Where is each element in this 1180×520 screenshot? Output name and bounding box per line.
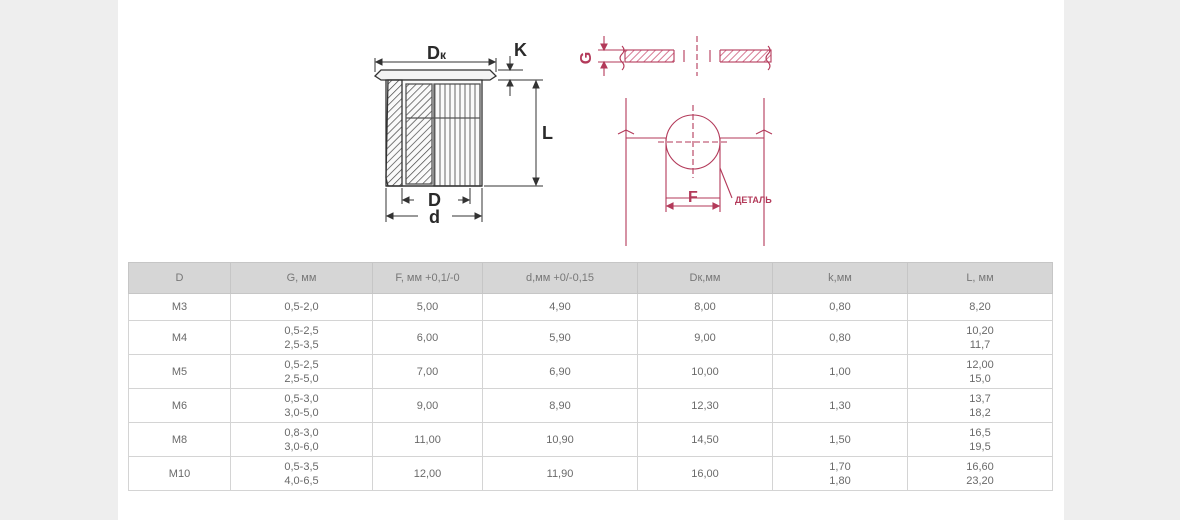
cell-l: 8,20 (907, 293, 1053, 321)
cell-d: M5 (128, 354, 231, 389)
cell-dd: 6,90 (482, 354, 638, 389)
cell-dd: 11,90 (482, 456, 638, 491)
cell-k: 1,30 (772, 388, 908, 423)
document-sheet: Dк K L D d G F ДЕТАЛЬ D G, мм F, мм +0,1… (118, 0, 1064, 520)
cell-f: 9,00 (372, 388, 483, 423)
k-dimension-label: K (514, 40, 527, 60)
cell-dd: 5,90 (482, 320, 638, 355)
cell-k: 0,80 (772, 293, 908, 321)
column-header-dd: d,мм +0/-0,15 (482, 262, 638, 294)
cell-dk: 10,00 (637, 354, 773, 389)
cell-f: 5,00 (372, 293, 483, 321)
cell-d: M10 (128, 456, 231, 491)
specification-table: D G, мм F, мм +0,1/-0 d,мм +0/-0,15 Dк,м… (128, 262, 1053, 491)
d-inner-dimension-label: D (428, 190, 441, 210)
cell-f: 12,00 (372, 456, 483, 491)
cell-f: 6,00 (372, 320, 483, 355)
d-outer-dimension-label: d (429, 207, 440, 227)
dimension-lines (374, 56, 543, 222)
table-header-row: D G, мм F, мм +0,1/-0 d,мм +0/-0,15 Dк,м… (128, 262, 1053, 294)
table-row: M3 0,5-2,0 5,00 4,90 8,00 0,80 8,20 (128, 293, 1053, 321)
column-header-d: D (128, 262, 231, 294)
column-header-f: F, мм +0,1/-0 (372, 262, 483, 294)
cell-dk: 8,00 (637, 293, 773, 321)
cell-d: M3 (128, 293, 231, 321)
dk-dimension-label: Dк (427, 43, 447, 63)
cell-dd: 4,90 (482, 293, 638, 321)
cell-f: 11,00 (372, 422, 483, 457)
sheet-detail-figure (598, 36, 773, 246)
column-header-dk: Dк,мм (637, 262, 773, 294)
cell-dk: 16,00 (637, 456, 773, 491)
rivet-nut-figure (373, 69, 498, 187)
g-dimension-label: G (578, 51, 596, 65)
cell-f: 7,00 (372, 354, 483, 389)
cell-g: 0,5-2,0 (230, 293, 373, 321)
cell-dk: 14,50 (637, 422, 773, 457)
cell-d: M6 (128, 388, 231, 423)
cell-k: 0,80 (772, 320, 908, 355)
column-header-l: L, мм (907, 262, 1053, 294)
cell-dd: 8,90 (482, 388, 638, 423)
technical-drawing: Dк K L D d G F ДЕТАЛЬ (118, 0, 1064, 255)
l-dimension-label: L (542, 123, 553, 143)
cell-dk: 12,30 (637, 388, 773, 423)
detail-note-label: ДЕТАЛЬ (735, 195, 772, 205)
cell-k: 1,00 (772, 354, 908, 389)
f-dimension-label: F (688, 189, 698, 206)
cell-dd: 10,90 (482, 422, 638, 457)
column-header-k: k,мм (772, 262, 908, 294)
cell-d: M8 (128, 422, 231, 457)
rivet-nut-diagram (373, 36, 773, 246)
cell-d: M4 (128, 320, 231, 355)
column-header-g: G, мм (230, 262, 373, 294)
cell-k: 1,50 (772, 422, 908, 457)
cell-dk: 9,00 (637, 320, 773, 355)
